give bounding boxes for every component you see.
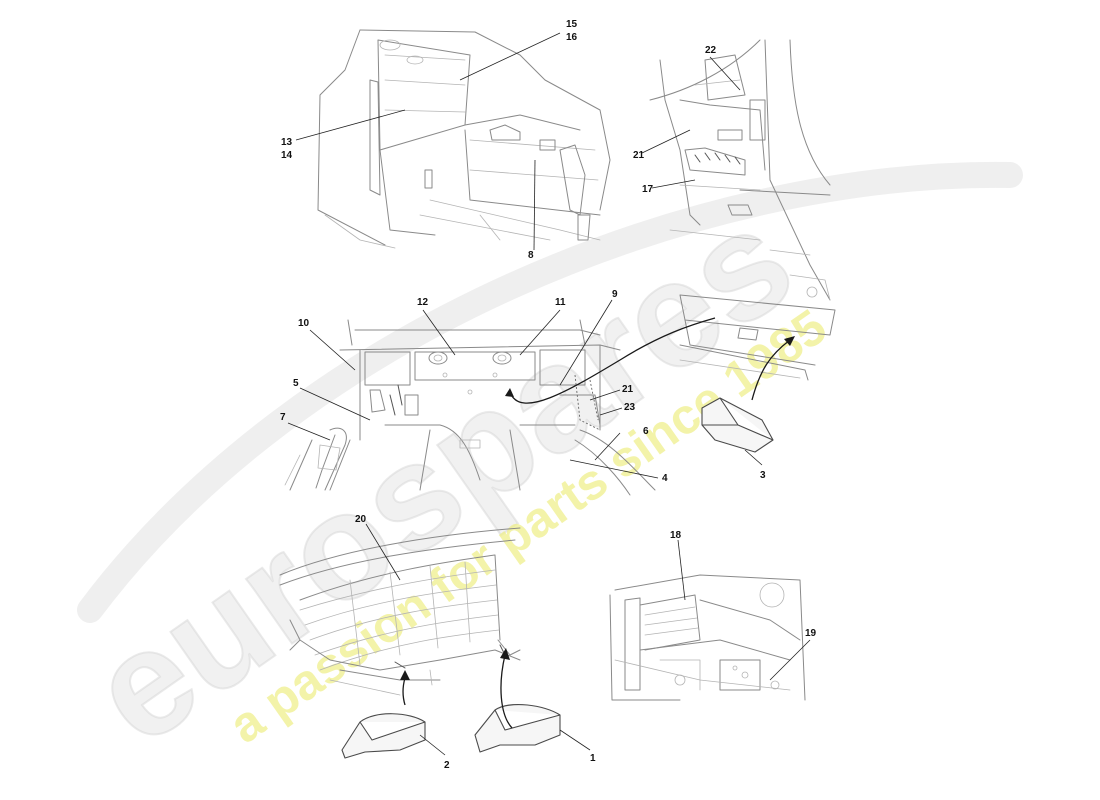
callout-4: 4: [662, 473, 668, 484]
callout-10: 10: [298, 318, 310, 329]
callout-7: 7: [280, 412, 286, 423]
callout-1: 1: [590, 753, 596, 764]
view-floor: [279, 527, 521, 696]
watermark: eurospares a passion for parts since 198…: [61, 161, 1023, 777]
callout-14: 14: [281, 150, 293, 161]
part-3-trim-cover: [701, 397, 774, 453]
callout-labels: 15 16 13 14 8 22 21 17 12 11 9 10 5 7 21…: [280, 19, 817, 771]
callout-8: 8: [528, 250, 534, 261]
callout-20: 20: [355, 514, 367, 525]
callout-21-upper: 21: [633, 150, 645, 161]
callout-5: 5: [293, 378, 299, 389]
watermark-swoosh: [77, 161, 1023, 623]
view-sill-cover: [679, 294, 836, 381]
callout-11: 11: [555, 297, 566, 308]
view-boot-frame: [609, 574, 806, 701]
callout-12: 12: [417, 297, 429, 308]
assembly-arrows: [400, 317, 795, 729]
callout-21-lower: 21: [622, 384, 634, 395]
callout-3: 3: [760, 470, 766, 481]
callout-18: 18: [670, 530, 682, 541]
callout-15: 15: [566, 19, 578, 30]
callout-2: 2: [444, 760, 450, 771]
callout-17: 17: [642, 184, 654, 195]
watermark-brand: eurospares: [62, 175, 821, 776]
view-rear-cabin: [317, 29, 611, 249]
view-sill-area: [649, 39, 831, 301]
view-rear-bulkhead: [284, 319, 656, 496]
callout-9: 9: [612, 289, 618, 300]
leader-lines: [287, 32, 811, 756]
part-2-trim-cover: [341, 713, 426, 759]
part-1-trim-cover: [474, 704, 561, 753]
callout-13: 13: [281, 137, 293, 148]
callout-16: 16: [566, 32, 578, 43]
callout-6: 6: [643, 426, 649, 437]
callout-22: 22: [705, 45, 717, 56]
callout-19: 19: [805, 628, 817, 639]
callout-23: 23: [624, 402, 636, 413]
